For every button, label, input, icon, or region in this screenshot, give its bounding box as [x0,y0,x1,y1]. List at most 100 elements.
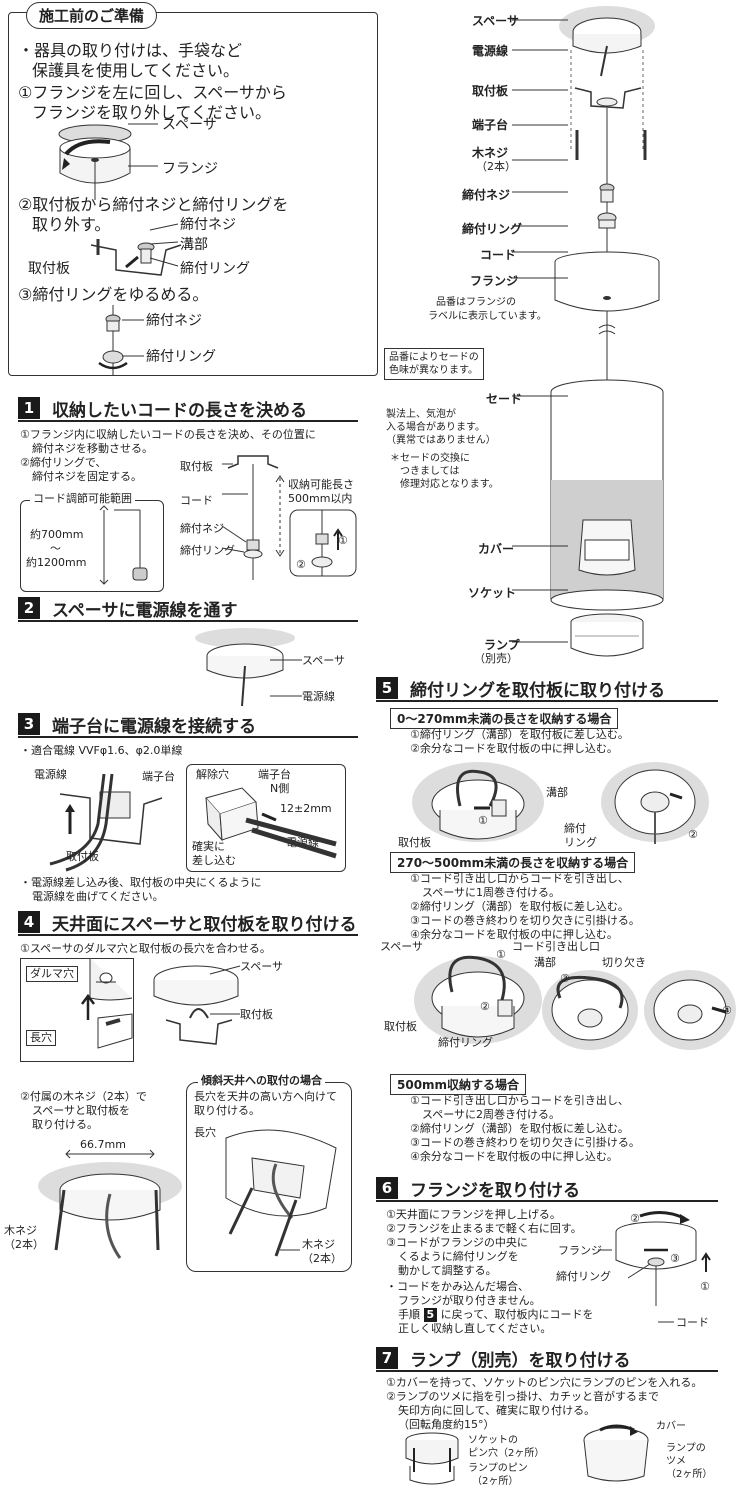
s5-b-illustration [414,955,542,1044]
s5-b5: ④余分なコードを取付板の中に押し込む。 [410,928,618,941]
section-5-title: 締付リングを取付板に取り付ける [410,680,665,701]
prep-label-spacer: スペーサ [162,117,217,133]
s7-cover: カバー [656,1421,686,1432]
section-4-number: 4 [18,911,40,933]
s6-leaders [598,1249,674,1323]
section-2-title: スペーサに電源線を通す [52,600,238,621]
s5-b2: スペーサに1周巻き付ける。 [422,886,561,899]
s5-a2: ②余分なコードを取付板の中に押し込む。 [410,742,618,755]
section-6-title: フランジを取り付ける [410,1180,580,1201]
section-5-number: 5 [376,677,398,699]
shade-color-note: 品番によりセードの 色味が異なります。 [384,348,484,380]
part-cord: コード [480,248,517,262]
flange-note-1: 品番はフランジの [436,297,516,308]
cord-range-min: 約700mm [30,528,84,541]
s1-circle-1: ① [338,534,348,547]
s6-line5: 動かして調整する。 [398,1264,497,1277]
prep-leaders-3 [122,319,144,357]
s1-label-cord: コード [180,494,213,507]
s5-b-circle-1: ① [496,948,506,961]
prep-label-groove: 溝部 [180,237,208,253]
part-socket: ソケット [468,586,517,600]
s3-label-n-side: N側 [270,782,290,795]
s6-circle-3: ③ [670,1252,680,1265]
cord-range-tilde: ～ [50,542,61,555]
s5-a-circle-1: ① [478,814,488,827]
s4-slope-wood: 木ネジ [302,1238,335,1251]
s6-line3: ③コードがフランジの中央に [386,1236,528,1249]
s4-line4: 取り付ける。 [32,1118,98,1131]
part-flange: フランジ [470,274,519,288]
section-3-number: 3 [18,713,40,735]
s7-pinhole-1: ソケットの [468,1435,518,1446]
prep-line2: 保護具を使用してください。 [32,61,240,80]
s7-tab-2: ツメ [666,1456,686,1467]
s5-a-groove: 溝部 [546,786,568,799]
s6-line1: ①天井面にフランジを押し上げる。 [386,1208,561,1221]
s6-line7: フランジが取り付きません。 [398,1294,541,1307]
s4-hole-box [20,958,134,1062]
section-4-title: 天井面にスペーサと取付板を取り付ける [52,914,357,935]
s3-terminal-illustration [49,773,163,872]
prep-label-flange: フランジ [162,161,218,177]
section-7-number: 7 [376,1347,398,1369]
prep-label-ring2: 締付リング [146,349,216,365]
part-tighten-screw: 締付ネジ [462,188,511,202]
screw-ring-illustration [98,305,128,375]
part-power-cable: 電源線 [472,44,509,58]
section-1-title: 収納したいコードの長さを決める [52,400,307,421]
s6-circle-1: ① [700,1280,710,1293]
part-tighten-ring: 締付リング [462,222,523,236]
s5-b-plate: 取付板 [384,1020,417,1033]
exchange-note-2: つきましては [400,466,460,477]
prep-label-screw: 締付ネジ [180,217,236,233]
s7-tab-1: ランプの [666,1443,706,1454]
s6-line8-prefix: 手順 [398,1308,420,1321]
s6-step-ref-badge: 5 [423,1308,438,1322]
s4-line1: ①スペーサのダルマ穴と取付板の長穴を合わせる。 [20,942,271,955]
section-2-header: 2 スペーサに電源線を通す [18,596,358,622]
prep-step2a: ②取付板から締付ネジと締付リングを [18,195,289,214]
s5-b-circle-4: ④ [722,1004,732,1017]
s4-slope-hole: 長穴 [194,1126,216,1139]
s3-note-2: 電源線を曲げてください。 [32,890,164,903]
prep-label-screw2: 締付ネジ [146,313,202,329]
s5-d2: スペーサに2周巻き付ける。 [422,1108,561,1121]
s6-line4: くるように締付リングを [398,1250,519,1263]
s3-label-strip: 12±2mm [280,802,332,815]
section-7-title: ランプ（別売）を取り付ける [410,1350,631,1371]
s4-slope-title: 傾斜天井への取付の場合 [198,1074,325,1088]
s6-label-cord: コード [676,1316,709,1329]
s5-a-ring-1: 締付 [564,822,586,835]
s5-d1: ①コード引き出し口からコードを引き出し、 [410,1094,629,1107]
s5-b1: ①コード引き出し口からコードを引き出し、 [410,872,629,885]
s4-slope-wood-count: （2本） [302,1252,342,1265]
section-3-header: 3 端子台に電源線を接続する [18,712,358,738]
s3-insert-2: 差し込む [192,854,236,867]
s5-d4: ③コードの巻き終わりを切り欠きに引掛ける。 [410,1136,640,1149]
s1-label-plate: 取付板 [180,460,213,473]
cord-range-title: コード調節可能範囲 [30,492,135,506]
exploded-parts-diagram [550,6,664,657]
s5-d3: ②締付リング（溝部）を取付板に差し込む。 [410,1122,629,1135]
s5-b-circle-3: ③ [560,972,570,985]
s7-pinhole-2: ピン穴（2ヶ所） [468,1448,545,1459]
prep-title: 施工前のご準備 [26,2,158,29]
s7-line3: 矢印方向に回して、確実に取り付ける。 [398,1404,596,1417]
s1-line1: ①フランジ内に収納したいコードの長さを決め、その位置に [20,428,316,441]
s5-b-groove: 溝部 [534,956,556,969]
section-3-title: 端子台に電源線を接続する [52,716,256,737]
cord-range-max: 約1200mm [26,556,87,569]
s6-line8-suffix: に戻って、取付板内にコードを [440,1308,594,1321]
s5-a-ring-2: リング [564,836,597,849]
s5-b3: ②締付リング（溝部）を取付板に差し込む。 [410,900,629,913]
s5-head-d: 500mm収納する場合 [390,1074,527,1095]
section-6-header: 6 フランジを取り付ける [376,1176,718,1202]
s6-flange-illustration [615,1211,711,1306]
s6-line9: 正しく収納し直してください。 [398,1322,552,1335]
s5-head-b: 270～500mm未満の長さを収納する場合 [390,852,636,873]
bubble-note-1: 製法上、気泡が [386,409,456,420]
s4-label-daruma: ダルマ穴 [26,966,78,982]
s1-storable-1: 収納可能長さ [288,478,354,491]
s3-label-release: 解除穴 [196,768,229,781]
